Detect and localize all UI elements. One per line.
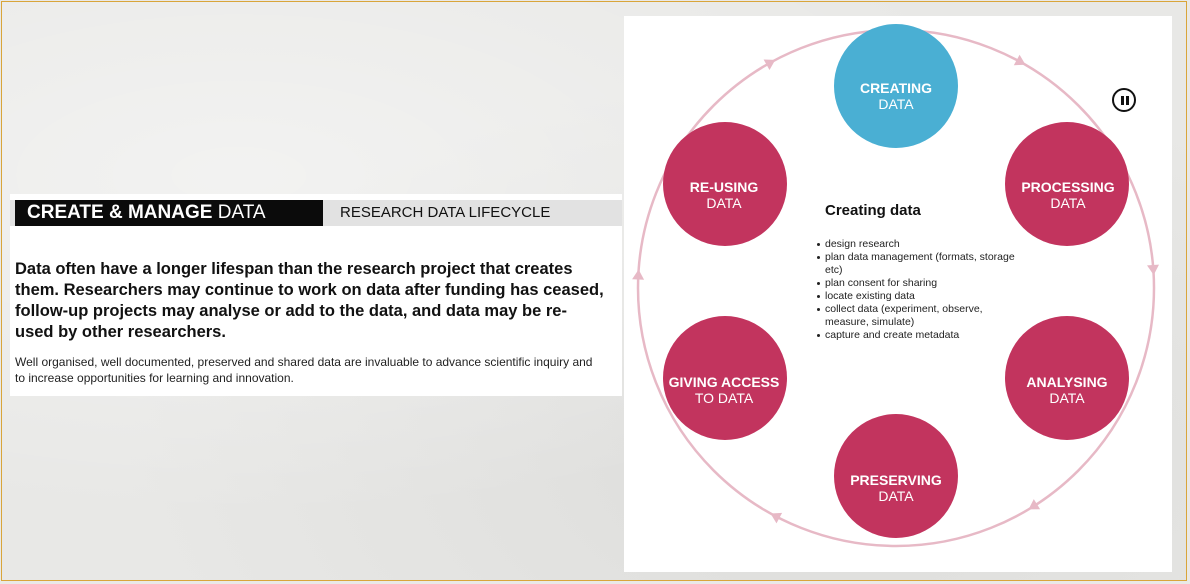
stage-node-analysing[interactable] (1005, 316, 1129, 440)
cycle-arrow-5 (632, 269, 645, 280)
list-item: collect data (experiment, observe, measu… (817, 303, 1022, 329)
title-bar: CREATE & MANAGE DATA RESEARCH DATA LIFEC… (10, 200, 622, 226)
cycle-arrow-2 (1147, 264, 1159, 275)
stage-details-title: Creating data (825, 202, 921, 219)
stage-label-analysing[interactable]: ANALYSING DATA (1026, 374, 1108, 406)
cycle-arrow-3 (1028, 499, 1041, 510)
intro-panel: CREATE & MANAGE DATA RESEARCH DATA LIFEC… (10, 194, 622, 396)
list-item: locate existing data (817, 290, 1022, 303)
body-paragraph: Well organised, well documented, preserv… (15, 355, 593, 385)
lifecycle-panel: CREATING DATA PROCESSING DATA ANALYSING … (624, 16, 1172, 572)
stage-label-creating[interactable]: CREATING DATA (859, 80, 933, 112)
stage-details-list: design research plan data management (fo… (817, 238, 1022, 342)
lifecycle-diagram (632, 24, 1159, 548)
cycle-arrow-6 (763, 59, 776, 70)
lead-paragraph: Data often have a longer lifespan than t… (15, 260, 604, 341)
stage-node-creating[interactable] (834, 24, 958, 148)
stage-label-processing[interactable]: PROCESSING DATA (1021, 179, 1115, 211)
page-title: CREATE & MANAGE DATA (15, 200, 323, 226)
title-bold: CREATE & MANAGE (27, 202, 213, 223)
stage-label-giving-access[interactable]: GIVING ACCESS TO DATA (668, 374, 780, 406)
list-item: plan data management (formats, storage e… (817, 251, 1022, 277)
stage-node-giving-access[interactable] (663, 316, 787, 440)
stage-node-re-using[interactable] (663, 122, 787, 246)
page-subtitle: RESEARCH DATA LIFECYCLE (340, 204, 551, 221)
stage-label-preserving[interactable]: PRESERVING DATA (850, 472, 942, 504)
pause-icon[interactable] (1112, 88, 1136, 112)
stage-label-re-using[interactable]: RE-USING DATA (689, 179, 759, 211)
cycle-arrow-4 (770, 512, 783, 524)
stage-node-preserving[interactable] (834, 414, 958, 538)
list-item: plan consent for sharing (817, 277, 1022, 290)
stage-node-processing[interactable] (1005, 122, 1129, 246)
list-item: design research (817, 238, 1022, 251)
title-normal: DATA (217, 202, 266, 223)
cycle-arrows (632, 54, 1159, 524)
cycle-arrow-1 (1013, 54, 1026, 66)
list-item: capture and create metadata (817, 329, 1022, 342)
